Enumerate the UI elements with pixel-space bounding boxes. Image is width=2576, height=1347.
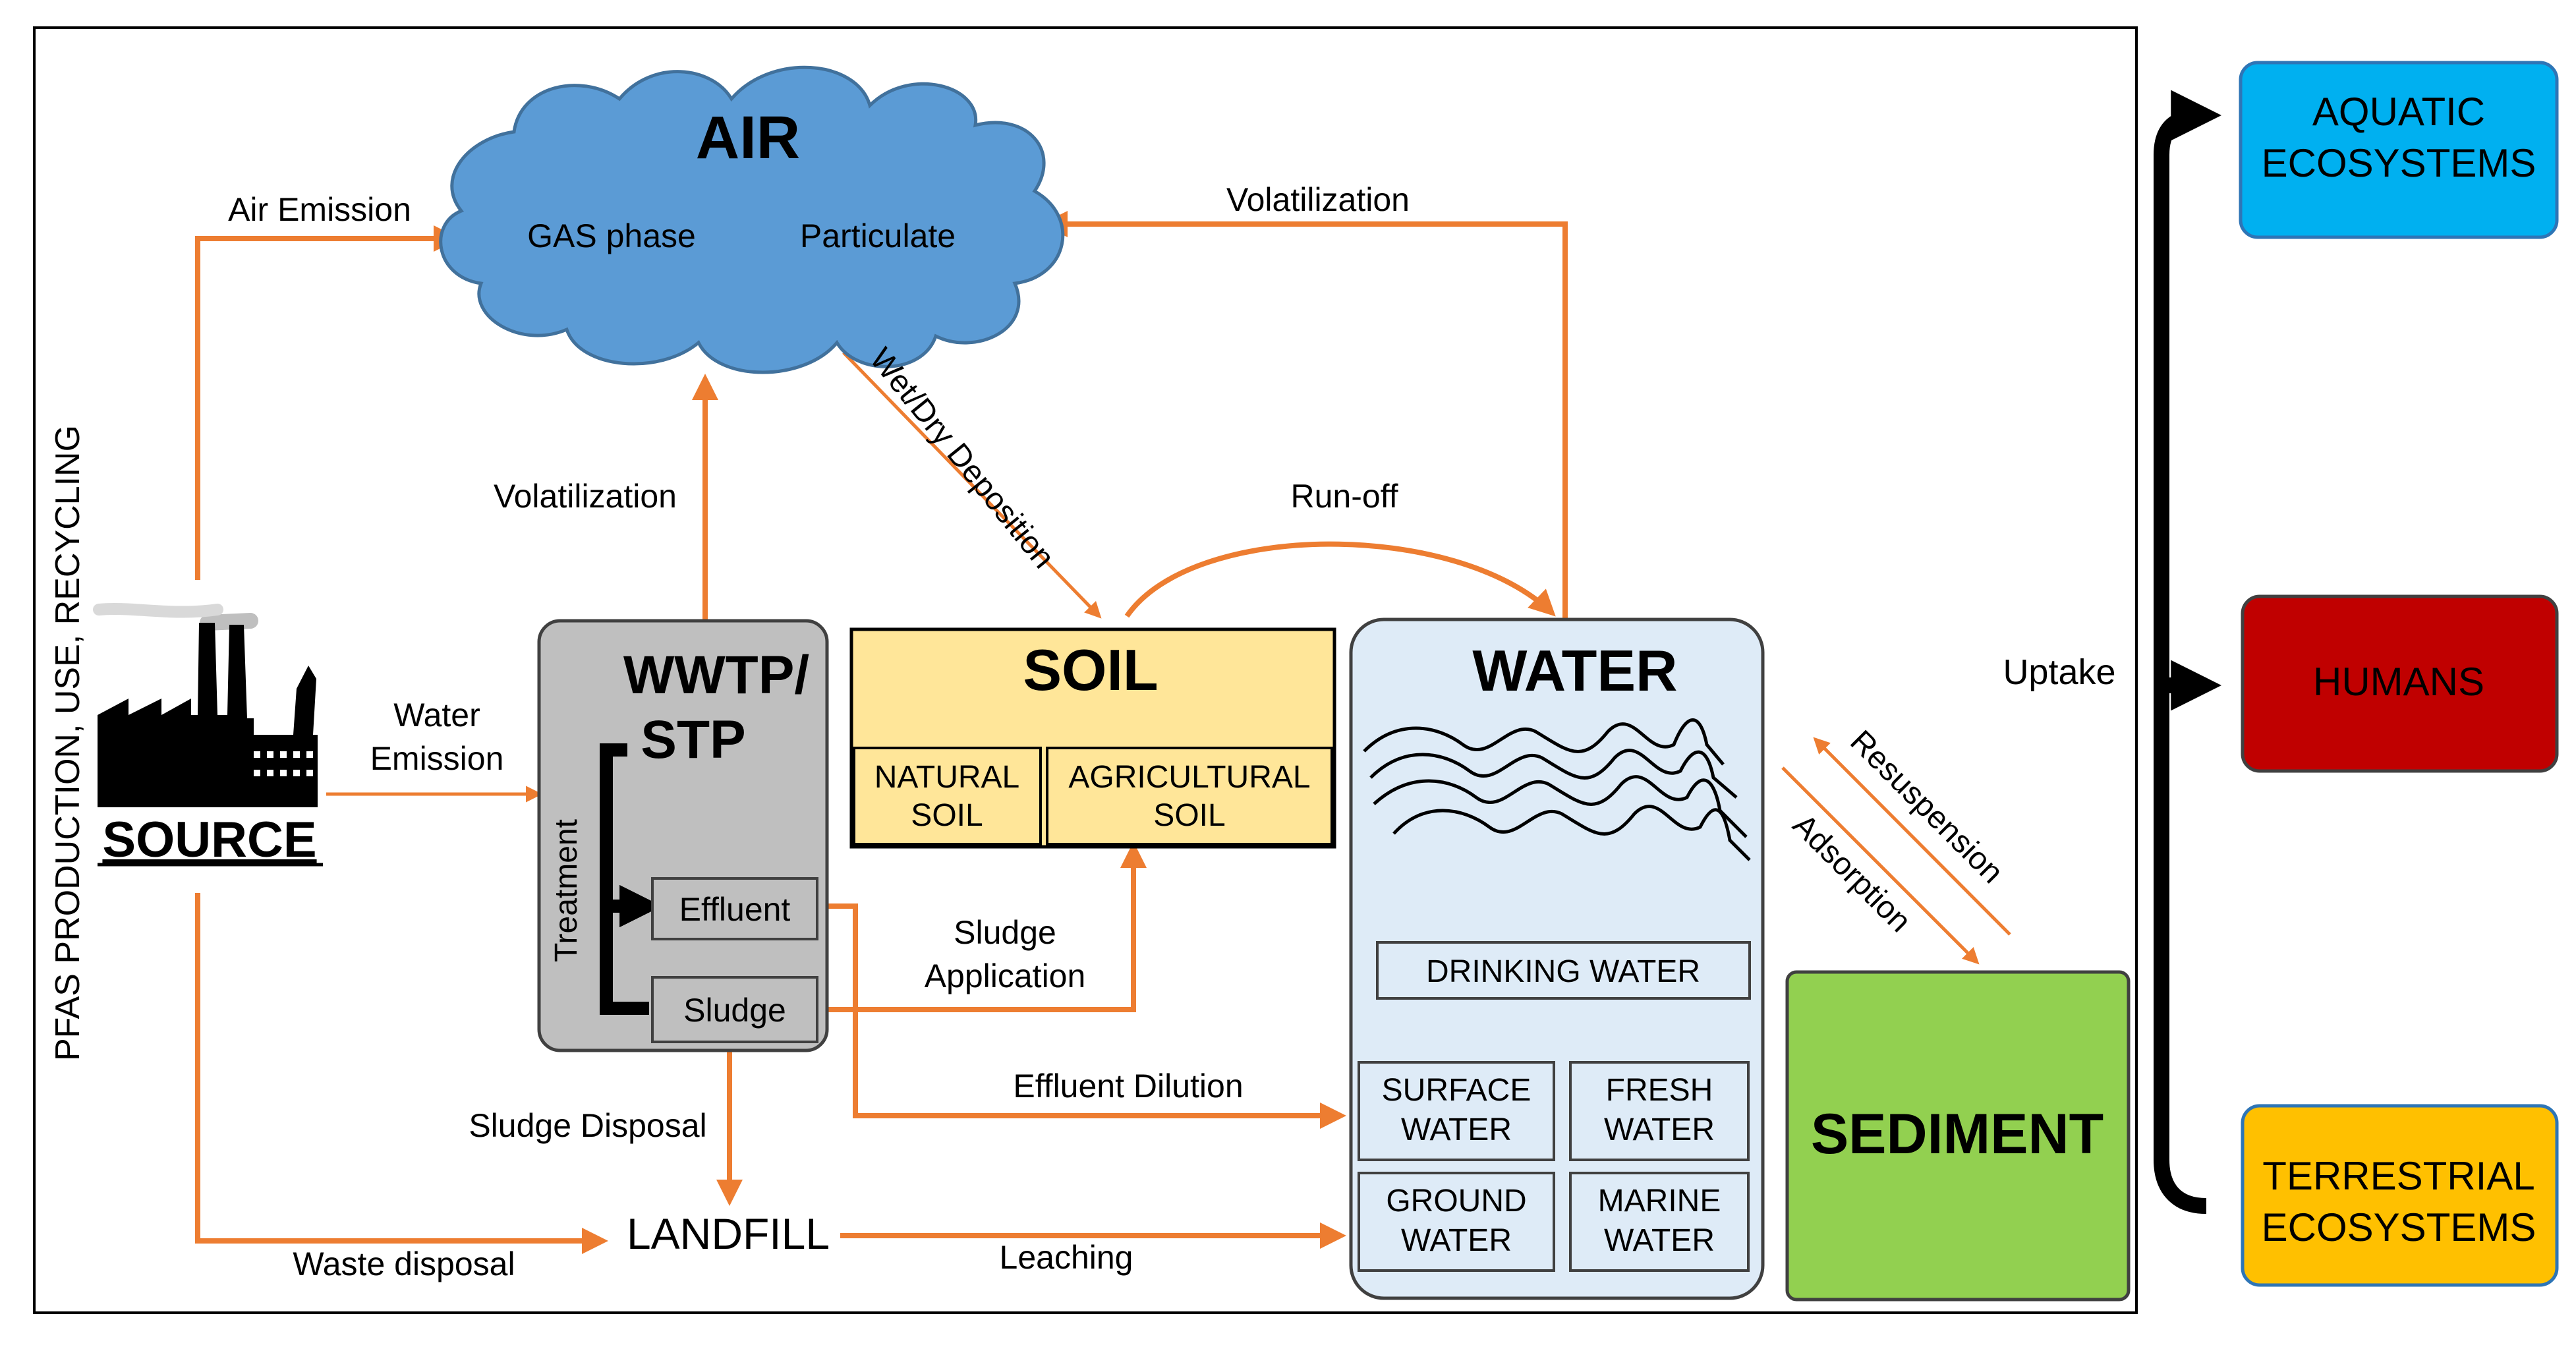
- fresh-water-box: [1569, 1061, 1750, 1161]
- cloud-shape: [439, 65, 1065, 374]
- surface-water-box: [1358, 1061, 1555, 1161]
- sediment-box: SEDIMENT: [1785, 970, 2131, 1302]
- wave-lines: [1363, 718, 1751, 861]
- resuspension-arrow: [1813, 737, 2011, 936]
- surface-water-line1: SURFACE: [1382, 1073, 1531, 1108]
- natural-soil-box: [853, 747, 1042, 845]
- adsorption-label: Adsorption: [1786, 807, 1918, 939]
- sludge-disposal-label: Sludge Disposal: [469, 1107, 706, 1144]
- surface-water-line2: WATER: [1401, 1112, 1512, 1147]
- agricultural-soil-line1: AGRICULTURAL: [1068, 760, 1310, 795]
- uptake-label: Uptake: [2003, 652, 2115, 692]
- factory-smoke-2: [93, 602, 223, 618]
- deposition-label: Wet/Dry Deposition: [863, 342, 1061, 575]
- agricultural-soil-box: [1046, 747, 1333, 845]
- agricultural-soil-line2: SOIL: [1153, 798, 1225, 833]
- factory-icon: [93, 602, 318, 807]
- deposition-arrow: [842, 351, 1102, 619]
- air-particulate: Particulate: [800, 217, 956, 254]
- fresh-water-line1: FRESH: [1606, 1073, 1713, 1108]
- sludge-label: Sludge: [683, 992, 786, 1029]
- terrestrial-line1: TERRESTRIAL: [2262, 1154, 2534, 1198]
- diagram-frame: [33, 26, 2138, 1314]
- air-gas-phase: GAS phase: [527, 217, 696, 254]
- leaching-label: Leaching: [1000, 1239, 1133, 1276]
- marine-water-box: [1569, 1172, 1750, 1272]
- effluent-dilution-label: Effluent Dilution: [1013, 1068, 1243, 1104]
- air-emission-label: Air Emission: [228, 191, 411, 228]
- volatilization-water-arrow: [1041, 211, 1568, 619]
- terrestrial-ecosystems-box: TERRESTRIAL ECOSYSTEMS: [2241, 1104, 2559, 1287]
- flow-arrows: [195, 211, 2011, 1254]
- volatilization-water-label: Volatilization: [1226, 181, 1410, 218]
- wwtp-box: WWTP/ STP Treatment Effluent Sludge: [537, 619, 829, 1052]
- humans-label: HUMANS: [2313, 660, 2484, 704]
- fresh-water-line2: WATER: [1604, 1112, 1715, 1147]
- marine-water-line2: WATER: [1604, 1223, 1715, 1258]
- source: SOURCE: [93, 602, 323, 868]
- sediment-title: SEDIMENT: [1811, 1103, 2104, 1166]
- ground-water-line1: GROUND: [1386, 1184, 1526, 1218]
- aquatic-line1: AQUATIC: [2312, 90, 2485, 134]
- treatment-label: Treatment: [549, 819, 584, 962]
- natural-soil-line1: NATURAL: [874, 760, 1019, 795]
- drinking-water-box: [1376, 941, 1751, 1000]
- water-title: WATER: [1472, 638, 1677, 703]
- run-off-arrow: [1124, 541, 1556, 618]
- ground-water-box: [1358, 1172, 1555, 1272]
- aquatic-line2: ECOSYSTEMS: [2262, 141, 2536, 185]
- sludge-application-label-1: Sludge: [954, 914, 1056, 951]
- air-title: AIR: [696, 104, 800, 171]
- air-emission-arrow: [195, 225, 460, 580]
- vertical-label: PFAS PRODUCTION, USE, RECYCLING: [49, 425, 87, 1061]
- ground-water-line2: WATER: [1401, 1223, 1512, 1258]
- water-emission-label-1: Water: [393, 697, 480, 733]
- effluent-box: [651, 877, 818, 940]
- humans-box: HUMANS: [2241, 594, 2559, 773]
- adsorption-arrow: [1781, 766, 1980, 965]
- sludge-box: [651, 976, 818, 1043]
- air-cloud: AIR GAS phase Particulate: [439, 65, 1065, 374]
- waste-disposal-arrow: [195, 893, 608, 1254]
- landfill-label: LANDFILL: [627, 1209, 830, 1258]
- aquatic-ecosystems-box: AQUATIC ECOSYSTEMS: [2239, 61, 2559, 239]
- water-emission-label-2: Emission: [370, 740, 504, 777]
- wwtp-title-line2: STP: [641, 710, 745, 770]
- run-off-label: Run-off: [1290, 478, 1398, 515]
- natural-soil-line2: SOIL: [911, 798, 983, 833]
- effluent-dilution-arrow: [818, 903, 1346, 1129]
- source-label: SOURCE: [102, 812, 316, 868]
- sludge-application-arrow: [818, 842, 1147, 1012]
- sludge-application-label-2: Application: [925, 958, 1086, 994]
- terrestrial-line2: ECOSYSTEMS: [2262, 1205, 2536, 1249]
- volatilization-wwtp-label: Volatilization: [494, 478, 677, 515]
- effluent-label: Effluent: [679, 891, 791, 928]
- marine-water-line1: MARINE: [1598, 1184, 1721, 1218]
- soil-title: SOIL: [1023, 637, 1158, 702]
- drinking-water-label: DRINKING WATER: [1426, 954, 1700, 989]
- soil-box: SOIL NATURAL SOIL AGRICULTURAL SOIL: [849, 627, 1336, 849]
- factory-windows: [254, 751, 313, 776]
- factory-body: [98, 623, 318, 807]
- wwtp-title-line1: WWTP/: [623, 645, 809, 705]
- factory-smoke: [200, 613, 258, 631]
- water-box: WATER DRINKING WATER SURFACE WATER FRESH…: [1349, 617, 1765, 1300]
- uptake-bracket: [2154, 90, 2222, 1214]
- waste-disposal-label: Waste disposal: [293, 1246, 515, 1282]
